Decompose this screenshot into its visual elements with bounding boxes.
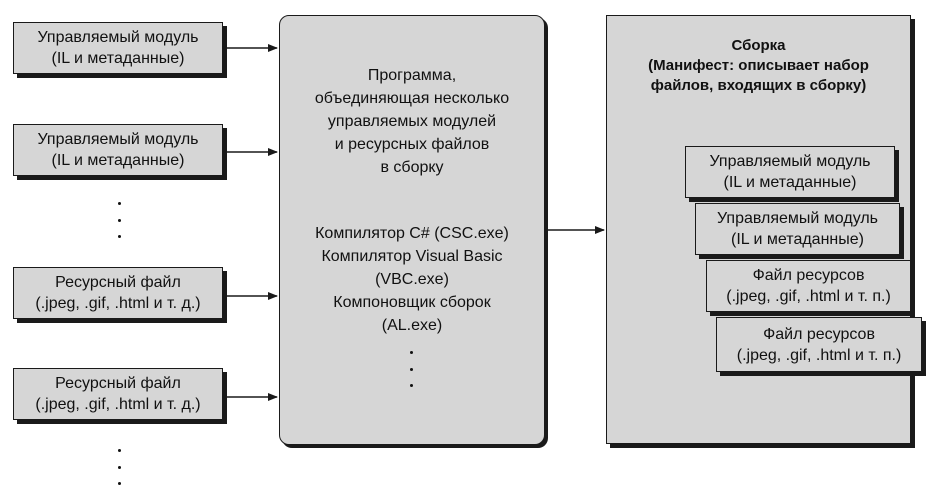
- assembly-item-3-line2: (.jpeg, .gif, .html и т. п.): [726, 288, 891, 305]
- input-resource-file-1: Ресурсный файл (.jpeg, .gif, .html и т. …: [13, 267, 223, 319]
- input-2-line2: (IL и метаданные): [51, 152, 185, 169]
- tool-line1: Компилятор C# (CSC.exe): [315, 225, 509, 242]
- input-1-line1: Управляемый модуль: [37, 29, 199, 46]
- assembly-item-2-line2: (IL и метаданные): [731, 231, 864, 248]
- program-desc-line5: в сборку: [380, 159, 444, 176]
- assembly-item-3-line1: Файл ресурсов: [752, 267, 865, 284]
- input-4-line2: (.jpeg, .gif, .html и т. д.): [35, 396, 201, 413]
- assembly-item-2-line1: Управляемый модуль: [716, 210, 879, 227]
- assembly-item-managed-module-2: Управляемый модуль (IL и метаданные): [695, 203, 900, 255]
- input-3-line2: (.jpeg, .gif, .html и т. д.): [35, 295, 201, 312]
- program-tools: Компилятор C# (CSC.exe) Компилятор Visua…: [280, 222, 544, 337]
- assembly-manifest-line2: файлов, входящих в сборку): [650, 77, 867, 94]
- tool-line3: (VBC.exe): [375, 271, 449, 288]
- input-3-line1: Ресурсный файл: [55, 274, 181, 291]
- input-managed-module-1: Управляемый модуль (IL и метаданные): [13, 22, 223, 74]
- input-2-line1: Управляемый модуль: [37, 131, 199, 148]
- assembly-item-4-line1: Файл ресурсов: [763, 325, 875, 343]
- ellipsis-dots-inputs-upper: [117, 202, 121, 238]
- program-description: Программа, объединяющая несколько управл…: [280, 64, 544, 179]
- program-box: Программа, объединяющая несколько управл…: [279, 15, 545, 445]
- ellipsis-dots-inputs-lower: [117, 449, 121, 485]
- input-managed-module-2: Управляемый модуль (IL и метаданные): [13, 124, 223, 176]
- assembly-item-managed-module-1: Управляемый модуль (IL и метаданные): [685, 146, 895, 198]
- assembly-title: Сборка: [731, 37, 786, 54]
- input-resource-file-2: Ресурсный файл (.jpeg, .gif, .html и т. …: [13, 368, 223, 420]
- ellipsis-dots-program: [409, 351, 413, 387]
- input-4-line1: Ресурсный файл: [55, 375, 181, 392]
- program-desc-line3: управляемых модулей: [327, 113, 497, 130]
- program-desc-line4: и ресурсных файлов: [334, 136, 490, 153]
- tool-line4: Компоновщик сборок: [333, 294, 491, 311]
- assembly-item-resource-file-1: Файл ресурсов (.jpeg, .gif, .html и т. п…: [706, 260, 911, 312]
- input-1-line2: (IL и метаданные): [51, 50, 185, 67]
- assembly-item-1-line2: (IL и метаданные): [723, 174, 857, 191]
- assembly-item-4-line2: (.jpeg, .gif, .html и т. п.): [736, 346, 902, 364]
- assembly-item-1-line1: Управляемый модуль: [709, 153, 871, 170]
- assembly-item-resource-file-2: Файл ресурсов (.jpeg, .gif, .html и т. п…: [716, 317, 922, 372]
- assembly-header: Сборка (Манифест: описывает набор файлов…: [607, 36, 910, 96]
- assembly-manifest-line1: (Манифест: описывает набор: [648, 57, 869, 74]
- program-desc-line2: объединяющая несколько: [314, 90, 510, 107]
- tool-line5: (AL.exe): [381, 317, 443, 334]
- tool-line2: Компилятор Visual Basic: [321, 248, 503, 265]
- program-desc-line1: Программа,: [367, 67, 457, 84]
